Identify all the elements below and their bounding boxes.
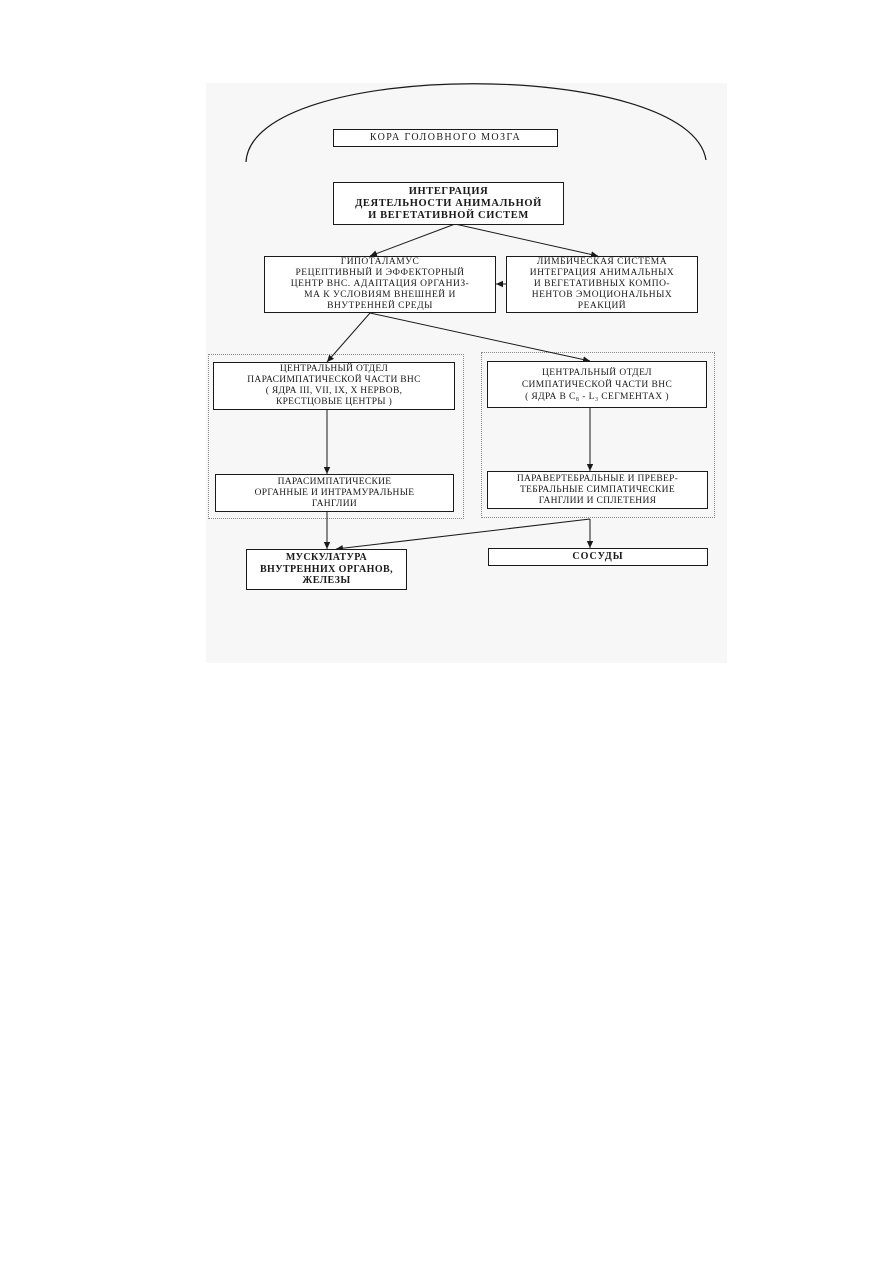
integration-box: ИНТЕГРАЦИЯ ДЕЯТЕЛЬНОСТИ АНИМАЛЬНОЙ И ВЕГ… xyxy=(333,182,564,225)
cortex-box: КОРА ГОЛОВНОГО МОЗГА xyxy=(333,129,558,147)
limbic-system-box: ЛИМБИЧЕСКАЯ СИСТЕМА ИНТЕГРАЦИЯ АНИМАЛЬНЫ… xyxy=(506,256,698,313)
arrow-sympathetic-ganglia-to-muscles xyxy=(335,518,591,552)
parasympathetic-ganglia-box: ПАРАСИМПАТИЧЕСКИЕ ОРГАННЫЕ И ИНТРАМУРАЛЬ… xyxy=(215,474,454,512)
sympathetic-central-box: ЦЕНТРАЛЬНЫЙ ОТДЕЛ СИМПАТИЧЕСКОЙ ЧАСТИ ВН… xyxy=(487,361,707,408)
cortex-arc xyxy=(245,83,707,163)
arrow-integration-to-hypothalamus xyxy=(369,223,456,257)
parasympathetic-panel xyxy=(208,354,464,519)
hypothalamus-box: ГИПОТАЛАМУС РЕЦЕПТИВНЫЙ И ЭФФЕКТОРНЫЙ ЦЕ… xyxy=(264,256,496,313)
sympathetic-ganglia-box: ПАРАВЕРТЕБРАЛЬНЫЕ И ПРЕВЕР- ТЕБРАЛЬНЫЕ С… xyxy=(487,471,708,509)
arrow-integration-to-limbic xyxy=(454,223,599,258)
muscles-glands-box: МУСКУЛАТУРА ВНУТРЕННИХ ОРГАНОВ, ЖЕЛЕЗЫ xyxy=(246,549,407,590)
arrow-hypothalamus-to-parasympathetic xyxy=(326,312,371,363)
arrow-hypothalamus-to-sympathetic xyxy=(369,312,591,363)
vessels-box: СОСУДЫ xyxy=(488,548,708,566)
sympathetic-panel xyxy=(481,352,715,518)
parasympathetic-central-box: ЦЕНТРАЛЬНЫЙ ОТДЕЛ ПАРАСИМПАТИЧЕСКОЙ ЧАСТ… xyxy=(213,362,455,410)
